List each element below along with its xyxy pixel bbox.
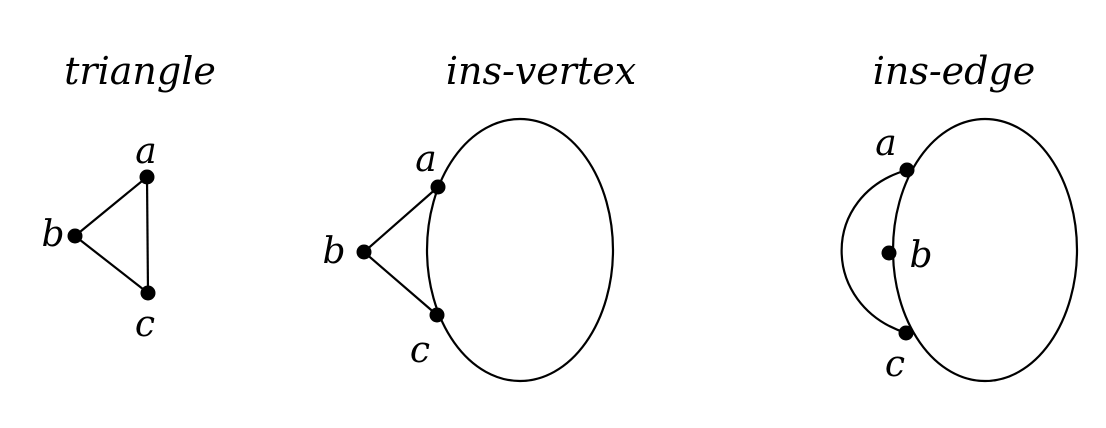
vertex-label-c: c (410, 330, 430, 371)
panel-ins-edge: ins-edge a b c (840, 49, 1079, 385)
panel-title-ins-vertex: ins-vertex (446, 49, 636, 93)
vertex-c (429, 307, 445, 323)
edge-a-c (145, 176, 150, 294)
vertex-b (356, 244, 372, 260)
edge-b-c (74, 235, 149, 294)
outer-cycle (425, 117, 615, 383)
vertex-label-c: c (885, 344, 905, 385)
panel-title-triangle: triangle (64, 49, 216, 93)
edge-a-b (363, 186, 439, 253)
vertex-label-b: b (322, 231, 345, 272)
vertex-a (430, 179, 446, 195)
vertex-a (899, 162, 915, 178)
vertex-label-a: a (875, 123, 896, 164)
vertex-label-b: b (909, 235, 932, 276)
edge-a-c-outer-arc (840, 168, 908, 335)
vertex-b (881, 245, 897, 261)
vertex-b (67, 228, 83, 244)
panel-title-ins-edge: ins-edge (873, 49, 1036, 93)
vertex-c (898, 325, 914, 341)
panel-triangle: triangle a b c (41, 49, 215, 345)
vertex-c (140, 285, 156, 301)
vertex-a (139, 169, 155, 185)
edge-a-b (74, 176, 148, 237)
vertex-label-a: a (415, 139, 436, 180)
vertex-label-a: a (135, 131, 156, 172)
vertex-label-c: c (135, 304, 155, 345)
panel-ins-vertex: ins-vertex a b c (322, 49, 636, 383)
edge-b-c (363, 251, 438, 316)
vertex-label-b: b (41, 214, 64, 255)
